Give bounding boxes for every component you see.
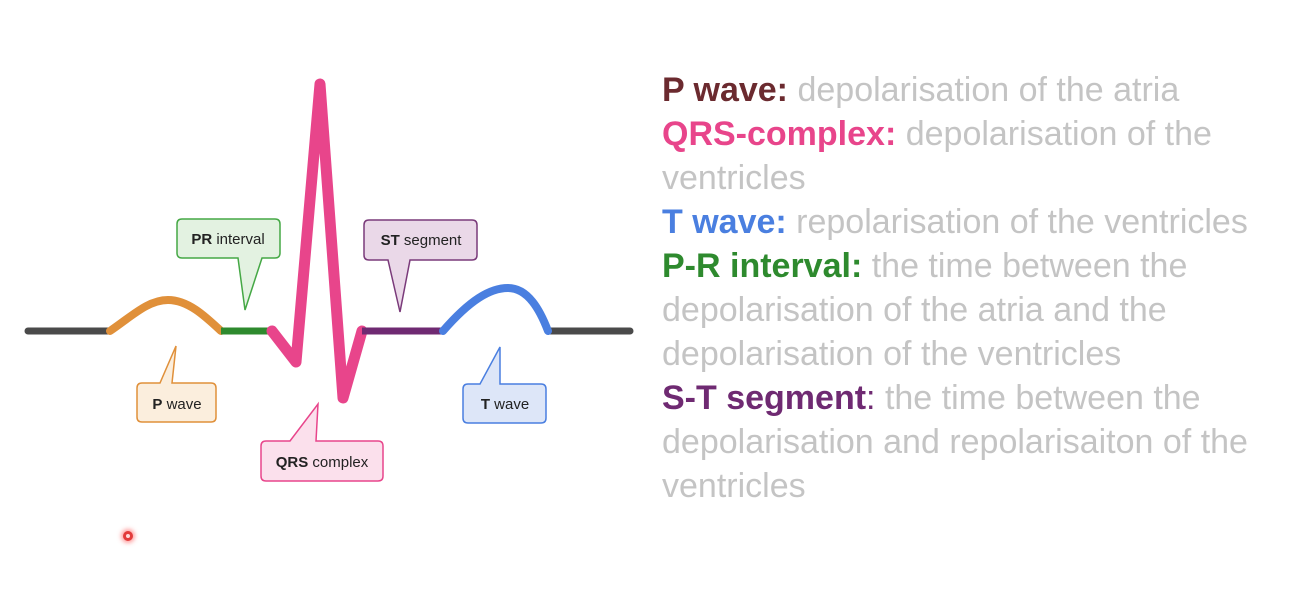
- st-segment-label: ST segment: [381, 232, 463, 249]
- t-wave-trace: [439, 283, 552, 335]
- st-segment-callout: ST segment: [363, 219, 478, 313]
- desc-st-segment: the time between the depolarisation and …: [662, 379, 1248, 505]
- term-t-wave: T wave:: [662, 203, 787, 241]
- qrs-complex-trace: [266, 78, 368, 404]
- p-wave-label: P wave: [152, 396, 201, 413]
- desc-qrs-complex: depolarisation of the ventricles: [662, 115, 1212, 197]
- desc-p-wave: depolarisation of the atria: [788, 71, 1180, 109]
- ecg-diagram: PR interval ST segment P wave T wave QRS…: [24, 78, 634, 482]
- pr-interval-label-rest: interval: [212, 231, 265, 248]
- st-segment-label-bold: ST: [381, 232, 400, 249]
- term-st-segment-colon: :: [866, 379, 876, 417]
- t-wave-label: T wave: [481, 396, 529, 413]
- pr-interval-label: PR interval: [191, 231, 264, 248]
- p-wave-trace: [106, 295, 225, 335]
- definitions-list: P wave: depolarisation of the atria QRS-…: [662, 68, 1282, 508]
- definition-p-wave: P wave: depolarisation of the atria: [662, 68, 1282, 112]
- term-p-wave: P wave:: [662, 71, 789, 109]
- qrs-complex-label-rest: complex: [308, 454, 369, 471]
- qrs-complex-label: QRS complex: [276, 454, 369, 471]
- p-wave-callout: P wave: [136, 345, 217, 423]
- term-st-segment: S-T segment: [662, 379, 867, 417]
- laser-pointer-dot: [123, 531, 133, 541]
- pr-interval-label-bold: PR: [191, 231, 212, 248]
- t-wave-callout: T wave: [462, 346, 547, 424]
- definition-pr-interval: P-R interval: the time between the depol…: [662, 244, 1282, 376]
- p-wave-label-bold: P: [152, 396, 162, 413]
- qrs-complex-callout: QRS complex: [260, 401, 384, 482]
- st-segment-label-rest: segment: [400, 232, 463, 249]
- definition-t-wave: T wave: repolarisation of the ventricles: [662, 200, 1282, 244]
- term-qrs-complex: QRS-complex:: [662, 115, 897, 153]
- t-wave-label-rest: wave: [490, 396, 529, 413]
- p-wave-label-rest: wave: [162, 396, 201, 413]
- desc-t-wave: repolarisation of the ventricles: [786, 203, 1248, 241]
- definition-st-segment: S-T segment: the time between the depola…: [662, 376, 1282, 508]
- qrs-complex-label-bold: QRS: [276, 454, 309, 471]
- definition-qrs-complex: QRS-complex: depolarisation of the ventr…: [662, 112, 1282, 200]
- t-wave-label-bold: T: [481, 396, 490, 413]
- term-pr-interval: P-R interval:: [662, 247, 863, 285]
- pr-interval-callout: PR interval: [176, 218, 281, 311]
- desc-pr-interval: the time between the depolarisation of t…: [662, 247, 1188, 373]
